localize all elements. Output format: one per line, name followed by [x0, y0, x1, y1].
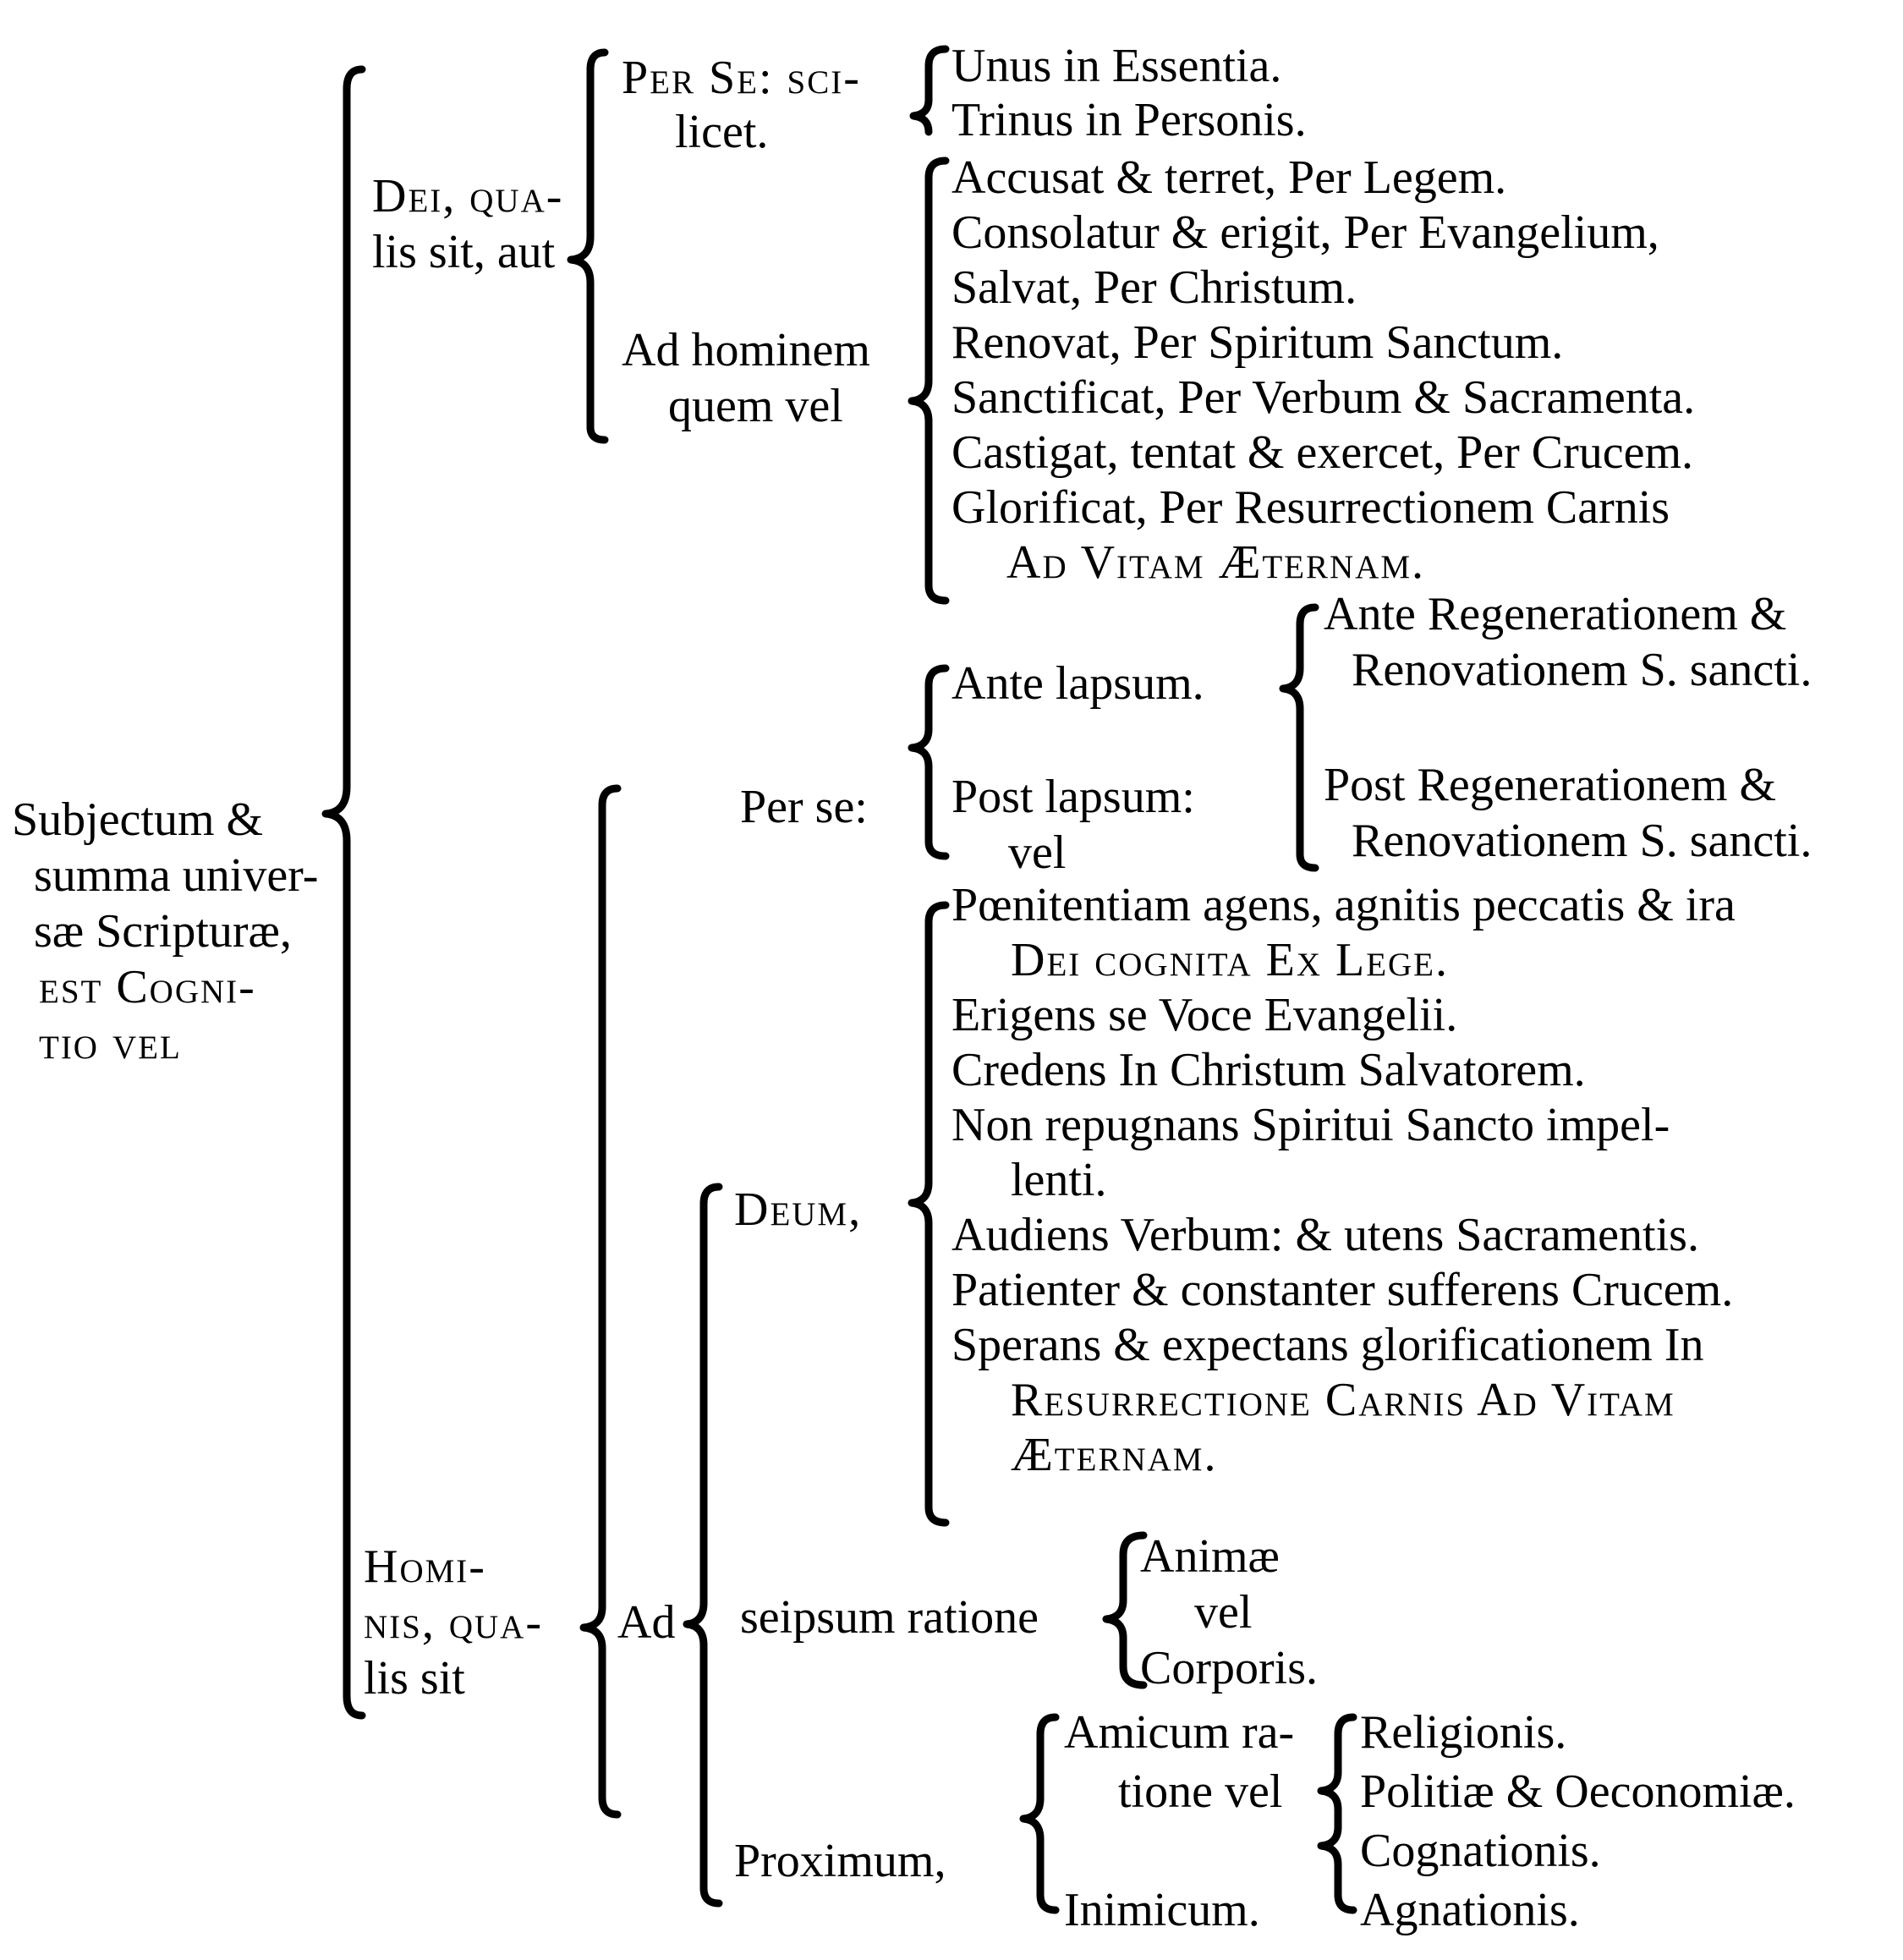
deum-item-4: Credens In Christum Salvatorem.	[952, 1044, 1586, 1096]
deum-item-1: Pœnitentiam agens, agnitis peccatis & ir…	[952, 879, 1736, 931]
ante-lapsum: Ante lapsum.	[952, 657, 1204, 710]
deum-item-9: Sperans & expectans glorificationem In	[952, 1319, 1704, 1371]
ad-hominem-item-4: Renovat, Per Spiritum Sanctum.	[952, 316, 1564, 369]
proximum-brace	[1019, 1713, 1060, 1914]
ad-hominem-item-1: Accusat & terret, Per Legem.	[952, 151, 1507, 204]
dei-brace	[567, 48, 609, 444]
regeneration-brace	[1279, 603, 1319, 872]
dei-per-se-item-2: Trinus in Personis.	[952, 94, 1307, 146]
root-brace	[321, 65, 366, 1720]
post-regeneration-line-2: Renovationem S. sancti.	[1352, 815, 1813, 867]
root-line-5: tio vel	[39, 1017, 182, 1069]
ante-regeneration-line-2: Renovationem S. sancti.	[1352, 644, 1813, 696]
ad-hominem-line-2: quem vel	[668, 380, 843, 432]
seipsum-brace	[1102, 1531, 1148, 1689]
deum-item-10: Resurrectione Carnis Ad Vitam	[1011, 1374, 1675, 1426]
deum-brace	[908, 901, 950, 1527]
ad-hominem-item-2: Consolatur & erigit, Per Evangelium,	[952, 206, 1659, 259]
dei-per-se-line-2: licet.	[675, 106, 769, 158]
hominis-label-line-1: Homi-	[364, 1540, 486, 1593]
root-line-1: Subjectum &	[12, 793, 264, 846]
proximum-item-1: Religionis.	[1360, 1706, 1567, 1759]
proximum-item-4: Agnationis.	[1360, 1884, 1580, 1936]
hominis-per-se-label: Per se:	[740, 781, 868, 833]
ad-hominem-item-3: Salvat, Per Christum.	[952, 261, 1357, 314]
deum-item-6: lenti.	[1011, 1154, 1107, 1206]
deum-item-11: Æternam.	[1011, 1429, 1218, 1481]
amicum-line-2: tione vel	[1118, 1765, 1283, 1818]
ad-label: Ad	[617, 1596, 676, 1649]
ad-brace	[683, 1183, 723, 1908]
inimicum: Inimicum.	[1064, 1884, 1260, 1936]
proximum-label: Proximum,	[734, 1835, 946, 1887]
per-se-hominis-brace	[908, 664, 950, 860]
seipsum-item-1: Animæ	[1140, 1530, 1280, 1583]
ante-regeneration-line-1: Ante Regenerationem &	[1324, 588, 1787, 640]
post-lapsum-line-1: Post lapsum:	[952, 771, 1195, 823]
hominis-label-line-2: nis, qua-	[364, 1596, 543, 1649]
post-regeneration-line-1: Post Regenerationem &	[1324, 759, 1777, 811]
amicum-line-1: Amicum ra-	[1064, 1706, 1295, 1759]
proximum-item-3: Cognationis.	[1360, 1825, 1601, 1877]
seipsum-item-2: vel	[1194, 1586, 1253, 1639]
ad-hominem-brace	[908, 156, 950, 605]
deum-item-8: Patienter & constanter sufferens Crucem.	[952, 1264, 1734, 1316]
ad-hominem-item-7: Glorificat, Per Resurrectionem Carnis	[952, 481, 1670, 534]
ad-hominem-item-6: Castigat, tentat & exercet, Per Crucem.	[952, 426, 1694, 479]
dei-per-se-line-1: Per Se: sci-	[622, 52, 861, 104]
root-line-3: sæ Scripturæ,	[34, 905, 292, 958]
post-lapsum-line-2: vel	[1008, 826, 1067, 879]
per-se-dei-brace	[909, 45, 950, 136]
ad-hominem-line-1: Ad hominem	[622, 324, 870, 376]
deum-item-3: Erigens se Voce Evangelii.	[952, 989, 1458, 1041]
amicum-brace	[1317, 1713, 1357, 1914]
seipsum-item-3: Corporis.	[1140, 1642, 1318, 1694]
deum-item-5: Non repugnans Spiritui Sancto impel-	[952, 1099, 1670, 1151]
deum-label: Deum,	[734, 1183, 863, 1236]
deum-item-2: Dei cognita Ex Lege.	[1011, 934, 1449, 986]
dei-label-line-2: lis sit, aut	[372, 226, 556, 278]
hominis-label-line-3: lis sit	[364, 1652, 465, 1705]
dei-per-se-item-1: Unus in Essentia.	[952, 40, 1282, 92]
dei-label-line-1: Dei, qua-	[372, 170, 564, 222]
seipsum-label: seipsum ratione	[740, 1591, 1039, 1644]
root-line-4: est Cogni-	[39, 961, 256, 1013]
ad-hominem-item-5: Sanctificat, Per Verbum & Sacramenta.	[952, 371, 1696, 424]
ad-hominem-item-8: Ad Vitam Æternam.	[1006, 536, 1426, 589]
root-line-2: summa univer-	[34, 849, 319, 902]
proximum-item-2: Politiæ & Oeconomiæ.	[1360, 1765, 1796, 1818]
hominis-brace	[579, 784, 622, 1819]
deum-item-7: Audiens Verbum: & utens Sacramentis.	[952, 1209, 1699, 1261]
